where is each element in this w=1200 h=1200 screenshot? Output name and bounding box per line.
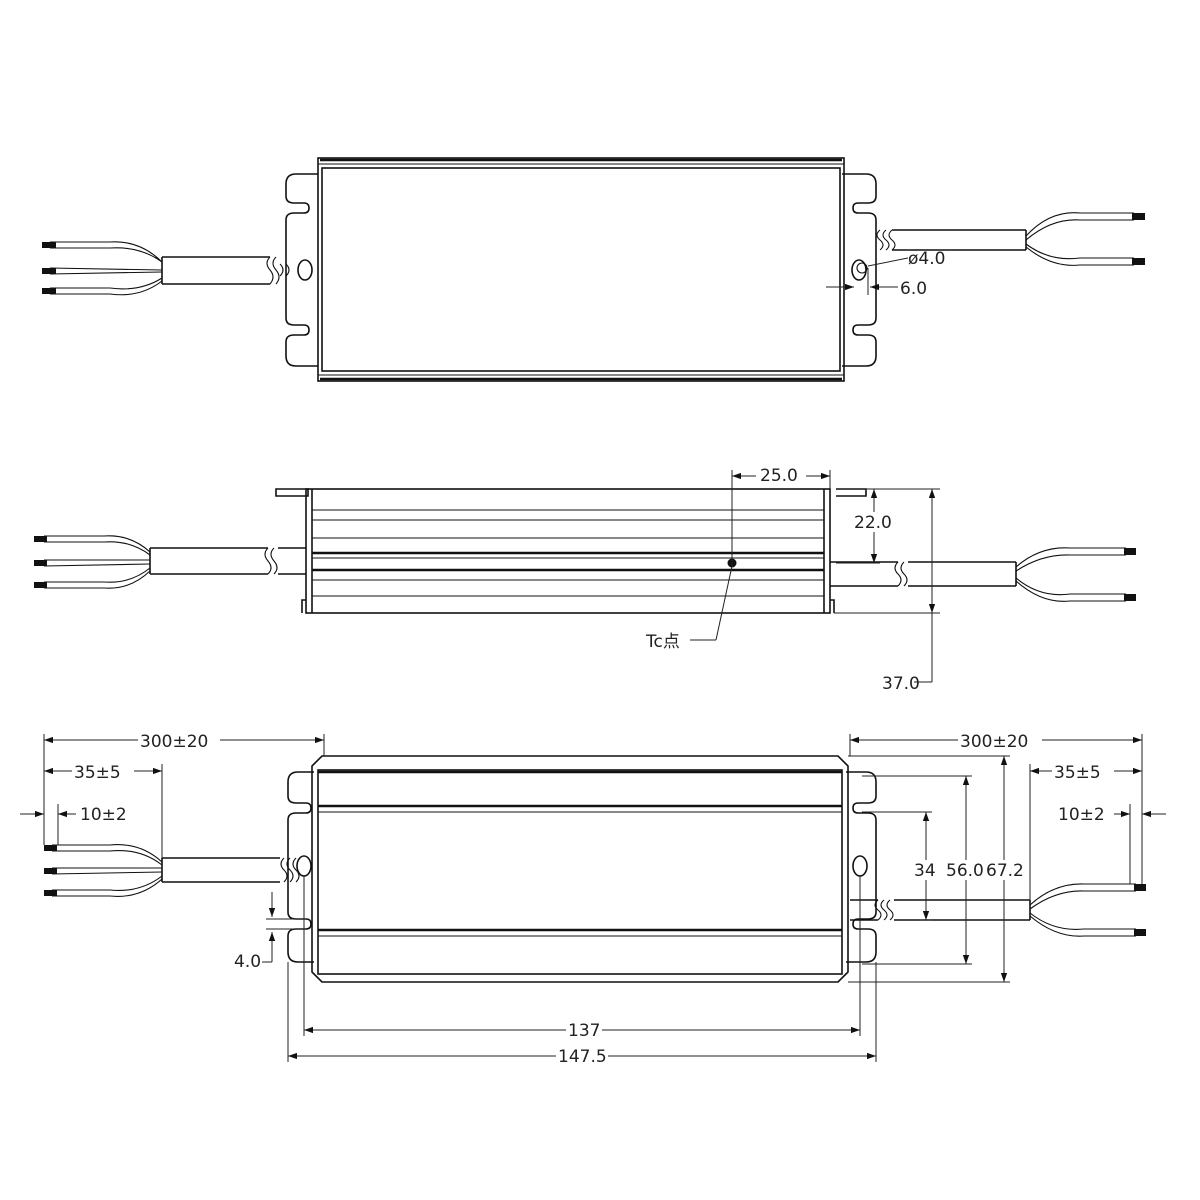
- right-strip-35-label: 35±5: [1054, 763, 1101, 783]
- left-strip-35-label: 35±5: [74, 763, 121, 783]
- left-cable-length-label: 300±20: [140, 732, 208, 752]
- right-cable-length-label: 300±20: [960, 732, 1028, 752]
- hole-offset-label: 6.0: [900, 279, 927, 299]
- side-housing: [305, 488, 831, 614]
- bottom-right-flange: [846, 771, 877, 963]
- hole-dimensions: ø4.0 6.0: [826, 249, 945, 299]
- bottom-left-flange: [287, 771, 314, 963]
- side-left-cable: [34, 535, 306, 589]
- left-mount-hole: [297, 259, 313, 281]
- left-strip-10-label: 10±2: [80, 805, 127, 825]
- tc-offset-label: 25.0: [760, 466, 798, 486]
- tc-point-label: Tc点: [645, 632, 680, 652]
- dim-67-label: 67.2: [986, 861, 1024, 881]
- bottom-housing: [311, 755, 849, 983]
- top-left-cable: [42, 241, 290, 296]
- bottom-left-cable: [44, 844, 300, 897]
- top-housing: [317, 157, 845, 382]
- side-view: Tc点 25.0 22.0 37.0: [34, 464, 1136, 694]
- slot-offset-label: 4.0: [234, 952, 261, 972]
- top-right-cable: [876, 212, 1145, 266]
- dim-56-label: 56.0: [946, 861, 984, 881]
- left-flange: [285, 173, 318, 367]
- right-strip-10-label: 10±2: [1058, 805, 1105, 825]
- bottom-view: 300±20 35±5 10±2 4.0 300±20 35±5 10±2: [20, 729, 1166, 1067]
- bottom-right-cable: [850, 883, 1146, 937]
- hole-diameter-label: ø4.0: [908, 249, 945, 269]
- side-right-cable: [830, 547, 1136, 602]
- total-height-label: 37.0: [882, 674, 920, 694]
- tc-height-label: 22.0: [854, 513, 892, 533]
- overall-length-label: 147.5: [558, 1047, 607, 1067]
- dim-34-label: 34: [914, 861, 936, 881]
- top-view: ø4.0 6.0: [42, 157, 1145, 382]
- right-flange: [842, 173, 877, 367]
- mount-spacing-label: 137: [568, 1021, 600, 1041]
